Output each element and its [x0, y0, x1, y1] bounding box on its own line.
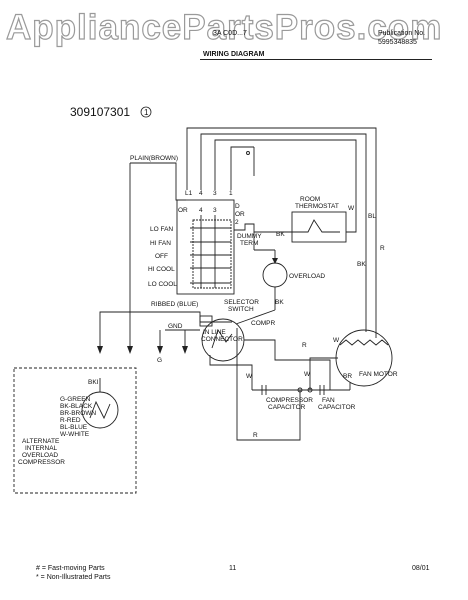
- label-bki: BKI: [88, 379, 99, 386]
- label-w3: W: [333, 337, 340, 344]
- label-l1: L1: [185, 190, 193, 197]
- label-fan-cap: FAN: [322, 397, 335, 404]
- label-selector: SELECTOR: [224, 299, 259, 306]
- overload-symbol: [262, 262, 288, 288]
- label-br: BR: [343, 373, 352, 380]
- label-bl: BL: [368, 213, 376, 220]
- wire-1-top: [230, 146, 254, 190]
- watermark-logo: AppliancePartsPros.com: [5, 7, 443, 47]
- label-bk1: BK: [276, 231, 285, 238]
- wire-plain-brown: [130, 162, 186, 201]
- label-hi-fan: HI FAN: [150, 240, 171, 247]
- label-internal: INTERNAL: [25, 445, 58, 452]
- label-room: ROOM: [300, 196, 320, 203]
- label-compressor-cap2: CAPACITOR: [268, 404, 306, 411]
- publication-label: Publication No.: [378, 30, 426, 37]
- page-number: 11: [229, 565, 237, 572]
- label-lo-fan: LO FAN: [150, 226, 173, 233]
- legend-green: G-GREEN: [60, 396, 91, 403]
- label-in-line: IN LINE: [203, 329, 226, 336]
- label-or1: OR: [178, 207, 188, 214]
- label-alternate: ALTERNATE: [22, 438, 60, 445]
- label-w2: W: [246, 373, 253, 380]
- label-3b: 3: [213, 207, 217, 214]
- selector-switch-body: [176, 199, 235, 295]
- label-fan-motor: FAN MOTOR: [359, 371, 398, 378]
- label-w1: W: [348, 205, 355, 212]
- label-plain-brown: PLAIN(BROWN): [130, 155, 178, 162]
- label-4: 4: [199, 190, 203, 197]
- wire-l1-top: [186, 127, 377, 330]
- footer-non-illustrated: * = Non-Illustrated Parts: [36, 574, 111, 581]
- label-r1: R: [380, 245, 385, 252]
- label-connector: CONNECTOR: [201, 336, 243, 343]
- label-4b: 4: [199, 207, 203, 214]
- label-1: 1: [229, 190, 233, 197]
- footer-date: 08/01: [412, 565, 430, 572]
- footer-fast-moving: # = Fast-moving Parts: [36, 565, 105, 572]
- label-r3: R: [253, 432, 258, 439]
- label-term: TERM: [240, 240, 258, 247]
- legend-black: BK-BLACK: [60, 403, 93, 410]
- legend-white: W-WHITE: [60, 431, 90, 438]
- title-rule: [200, 59, 432, 60]
- label-ribbed-blue: RIBBED (BLUE): [151, 301, 198, 308]
- page-title: WIRING DIAGRAM: [203, 51, 265, 58]
- label-dummy: DUMMY: [237, 233, 262, 240]
- label-fan-cap2: CAPACITOR: [318, 404, 356, 411]
- legend-brown: BR-BROWN: [60, 410, 96, 417]
- label-overload: OVERLOAD: [289, 273, 325, 280]
- label-r2: R: [302, 342, 307, 349]
- label-compressor-alt: COMPRESSOR: [18, 459, 65, 466]
- alternate-overload-box: [13, 367, 137, 494]
- label-thermostat: THERMOSTAT: [295, 203, 339, 210]
- label-3: 3: [213, 190, 217, 197]
- label-2: 2: [235, 219, 239, 226]
- label-hi-cool: HI COOL: [148, 266, 175, 273]
- label-bk3: BK: [275, 299, 284, 306]
- legend-blue: BL-BLUE: [60, 424, 88, 431]
- diagram-id-mark: 1: [144, 108, 149, 117]
- diagram-id: 309107301: [70, 105, 130, 119]
- label-d: D: [235, 203, 240, 210]
- label-compressor-cap: COMPRESSOR: [266, 397, 313, 404]
- model-number: 3A C0D...7: [213, 30, 247, 37]
- label-overload-alt: OVERLOAD: [22, 452, 58, 459]
- wire-3-top: [214, 139, 357, 190]
- label-lo-cool: LO COOL: [148, 281, 177, 288]
- label-gnd: GND: [168, 323, 183, 330]
- label-w4: W: [304, 371, 311, 378]
- label-compr: COMPR: [251, 320, 276, 327]
- room-thermostat-box: [291, 211, 347, 243]
- label-switch: SWITCH: [228, 306, 254, 313]
- legend-red: R-RED: [60, 417, 81, 424]
- label-or2: OR: [235, 211, 245, 218]
- publication-number: 5995348835: [378, 39, 417, 46]
- label-off: OFF: [155, 253, 168, 260]
- label-g: G: [157, 357, 162, 364]
- label-bk2: BK: [357, 261, 366, 268]
- wire-4-top: [200, 133, 367, 320]
